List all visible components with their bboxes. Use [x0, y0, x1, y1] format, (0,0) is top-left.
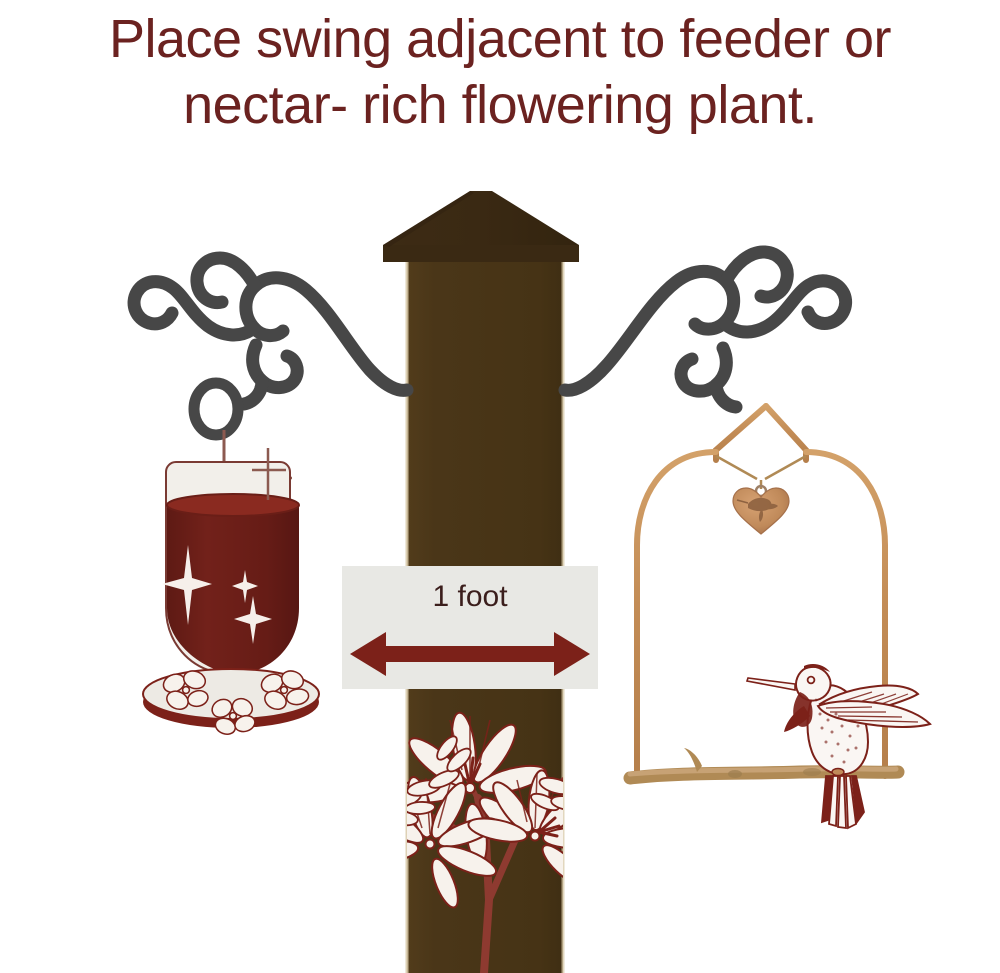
hummingbird-wing-fold — [784, 706, 810, 732]
feeder-base-flowers — [162, 670, 310, 735]
distance-callout: 1 foot — [342, 566, 598, 689]
hummingbird-plumage-texture — [814, 698, 860, 764]
swing-perch-branch — [623, 748, 905, 785]
arrow-head-left — [350, 632, 386, 676]
scroll-hanger-bracket-left — [127, 251, 414, 411]
arrow-head-right — [554, 632, 590, 676]
feeder-nectar — [167, 505, 299, 706]
charm-chain — [715, 454, 807, 489]
hummingbird — [745, 664, 932, 830]
double-arrow-icon — [350, 632, 590, 676]
hummingbird-nectar-feeder — [142, 377, 320, 735]
flower-bloom — [467, 769, 563, 885]
feeder-nectar-surface — [166, 493, 300, 517]
hummingbird-eye — [806, 675, 816, 685]
post-cap-band — [383, 245, 579, 262]
feeder-hook-ring — [188, 377, 244, 441]
swing-frame-right — [803, 449, 888, 779]
arrow-shaft — [380, 646, 560, 662]
page-title: Place swing adjacent to feeder or nectar… — [0, 0, 1000, 138]
hummingbird-feet — [831, 767, 845, 777]
flower-buds — [407, 735, 563, 827]
distance-label: 1 foot — [432, 580, 508, 613]
post-cap-top — [383, 191, 579, 248]
post-cap-ridge — [383, 191, 474, 247]
swing-frame-left — [634, 449, 719, 779]
perch-twig — [684, 748, 702, 772]
charm-hummingbird-motif — [738, 497, 778, 522]
hummingbird-bill — [745, 677, 796, 691]
scroll-hanger-bracket-right — [558, 245, 853, 414]
hummingbird-tail — [820, 775, 865, 830]
hummingbird-crown — [804, 664, 830, 672]
page-title-line-2: nectar- rich flowering plant. — [183, 75, 817, 135]
feeder-rim-ornament — [252, 448, 286, 500]
charm-bail — [754, 484, 768, 498]
hummingbird-swing — [623, 403, 932, 830]
page-title-line-1: Place swing adjacent to feeder or — [109, 9, 891, 69]
heart-charm — [732, 487, 790, 535]
feeder-sparkles — [162, 545, 272, 644]
nectar-rich-flowering-plant — [407, 711, 563, 973]
swing-hanger-cords — [713, 403, 809, 463]
